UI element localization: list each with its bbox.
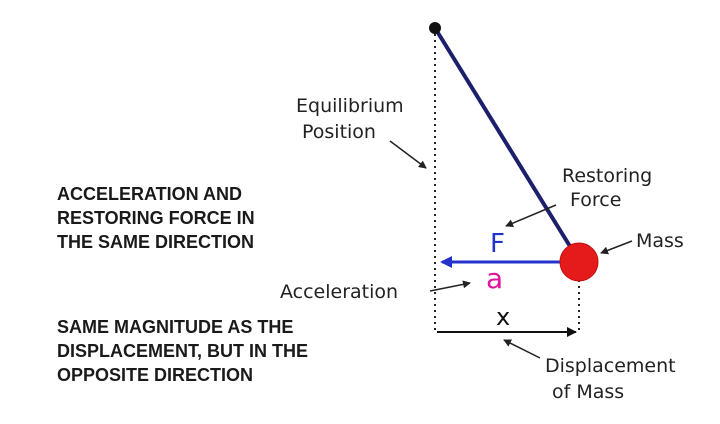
mass-ball (559, 242, 599, 282)
statement-2-line3: OPPOSITE DIRECTION (57, 365, 253, 385)
statement-1-line2: RESTORING FORCE IN (57, 208, 255, 228)
restoring-force-label-line2: Force (570, 189, 621, 211)
restoring-force-label-line1: Restoring (562, 165, 652, 187)
displacement-symbol: x (496, 303, 510, 331)
pivot-point (429, 22, 441, 34)
force-symbol: F (490, 229, 505, 259)
pendulum-rod (433, 26, 578, 258)
statement-1-line1: ACCELERATION AND (57, 184, 242, 204)
equilibrium-label-line2: Position (302, 121, 376, 143)
displacement-pointer (503, 339, 541, 359)
restoring-pointer (505, 204, 557, 227)
equilibrium-label-line1: Equilibrium (296, 95, 404, 117)
acceleration-symbol: a (486, 262, 503, 295)
mass-pointer (600, 240, 633, 255)
displacement-label-line1: Displacement (545, 355, 676, 377)
acceleration-pointer (429, 280, 471, 292)
displacement-label-line2: of Mass (552, 381, 624, 403)
equilibrium-pointer (389, 140, 427, 169)
statement-1-line3: THE SAME DIRECTION (57, 232, 254, 252)
statement-2-line2: DISPLACEMENT, BUT IN THE (57, 341, 308, 361)
acceleration-label: Acceleration (280, 281, 398, 303)
mass-label: Mass (636, 230, 684, 252)
statement-2-line1: SAME MAGNITUDE AS THE (57, 317, 293, 337)
